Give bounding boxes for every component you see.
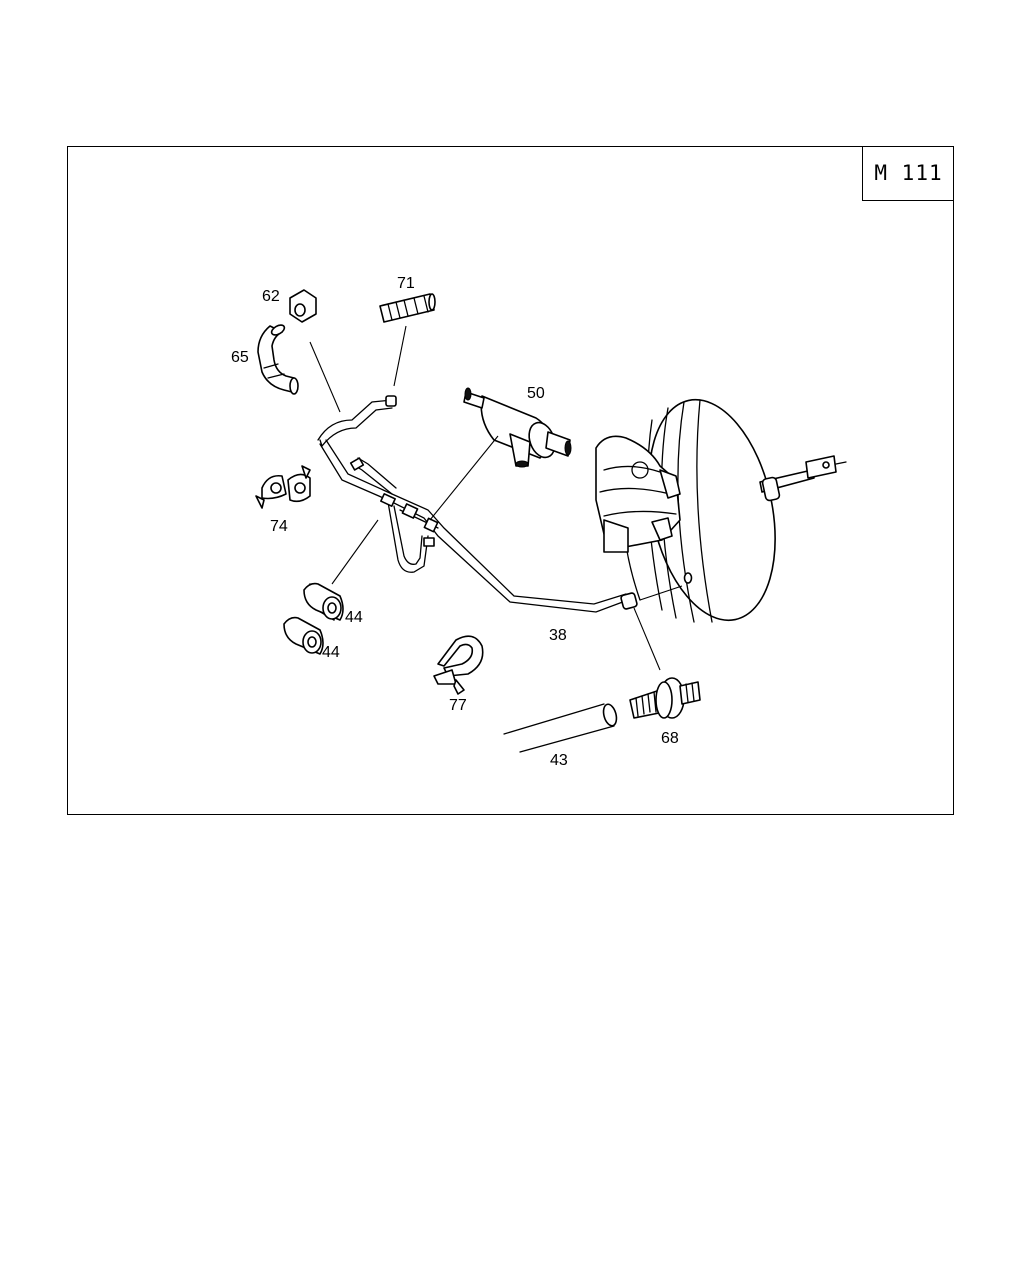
hose-part-43 [503, 703, 618, 753]
callouts: 62 71 65 50 74 44 44 38 77 68 43 [231, 275, 679, 769]
callout-44-upper: 44 [345, 609, 363, 626]
callout-44-lower: 44 [322, 644, 340, 661]
check-valve-part-50 [463, 387, 572, 468]
master-cylinder [595, 435, 681, 553]
model-badge: M 111 [862, 146, 954, 201]
sleeve-part-44-lower [283, 616, 324, 655]
valve-fitting-part-68 [629, 677, 701, 719]
double-clip-part-74 [255, 465, 311, 509]
callout-65: 65 [231, 349, 249, 366]
sleeve-part-44-upper [303, 582, 344, 621]
callout-74: 74 [270, 518, 288, 535]
connector-part-71 [379, 293, 436, 323]
callout-77: 77 [449, 697, 467, 714]
callout-50: 50 [527, 385, 545, 402]
diagram-frame [67, 146, 954, 815]
callout-71: 71 [397, 275, 415, 292]
vacuum-lines [317, 395, 638, 613]
hose-elbow-part-65 [257, 324, 299, 395]
callout-43: 43 [550, 752, 568, 769]
callout-68: 68 [661, 730, 679, 747]
callout-62: 62 [262, 288, 280, 305]
cable-clamp-part-77 [433, 635, 484, 695]
nut-part-62 [289, 289, 317, 323]
leader-lines [309, 325, 683, 671]
callout-38: 38 [549, 627, 567, 644]
